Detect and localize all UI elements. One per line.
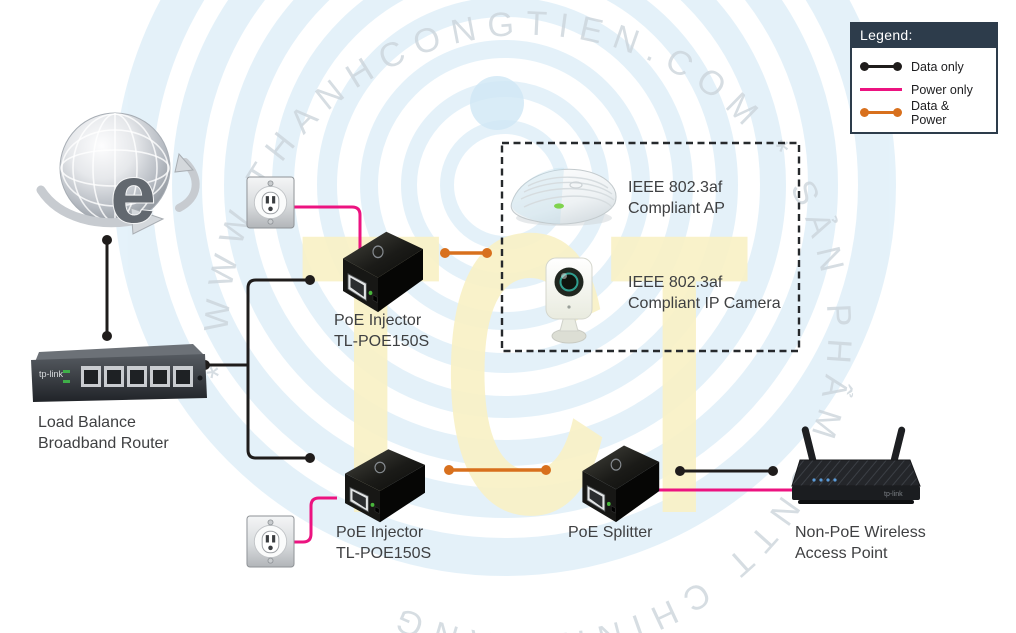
tp-link-logo xyxy=(374,461,386,474)
splitter-label: PoE Splitter xyxy=(568,522,652,543)
legend-item-label: Data only xyxy=(911,59,964,74)
ap-label-line2: Compliant AP xyxy=(628,200,725,217)
wireless-ap-label-line1: Non-PoE Wireless xyxy=(795,524,926,541)
legend-item-label: Data & Power xyxy=(911,98,950,127)
poe-splitter xyxy=(582,445,660,523)
ip-camera-device xyxy=(545,257,593,344)
poe-injector-bottom xyxy=(345,449,425,523)
wireless-ap-device: tp-link xyxy=(791,426,921,504)
wireless-ap-label: Non-PoE Wireless Access Point xyxy=(795,522,926,564)
ceiling-ap-device xyxy=(510,167,617,226)
legend-title: Legend: xyxy=(850,22,998,48)
legend-body: Data only Power only Data & Power xyxy=(850,48,998,134)
tp-link-logo xyxy=(569,181,583,189)
ap-led xyxy=(554,203,564,209)
poe-injector-top xyxy=(343,231,423,313)
camera-label: IEEE 802.3af Compliant IP Camera xyxy=(628,272,781,314)
router-label: Load Balance Broadband Router xyxy=(38,412,169,454)
antenna-right xyxy=(889,426,906,468)
injector-bottom-label: PoE Injector TL-POE150S xyxy=(336,522,431,564)
globe-swoosh-left xyxy=(36,185,142,228)
watermark-dot xyxy=(470,76,524,130)
data-power-line-swatch xyxy=(860,108,902,117)
router-label-line1: Load Balance xyxy=(38,414,136,431)
wireless-ap-label-line2: Access Point xyxy=(795,545,888,562)
watermark-circular-text: * WWW.THANHCONGTIEN.COM * SẢN PHẨM CNTT … xyxy=(197,4,858,633)
legend-item-data-power: Data & Power xyxy=(860,98,988,127)
router-device: tp-link xyxy=(31,344,207,402)
injector-bottom-label-line1: PoE Injector xyxy=(336,524,424,541)
legend-item-data-only: Data only xyxy=(860,55,988,78)
antenna-left xyxy=(801,426,818,468)
camera-label-line1: IEEE 802.3af xyxy=(628,274,723,291)
power-only-line-swatch xyxy=(860,85,902,94)
ap-label: IEEE 802.3af Compliant AP xyxy=(628,177,725,219)
router-ports xyxy=(81,366,193,387)
camera-label-line2: Compliant IP Camera xyxy=(628,295,781,312)
injector-bottom-label-line2: TL-POE150S xyxy=(336,545,432,562)
globe-e-glyph: e xyxy=(110,149,156,235)
tp-link-logo: tp-link xyxy=(884,491,903,498)
router-brand-logo: tp-link xyxy=(39,369,64,379)
status-leds xyxy=(812,478,837,482)
injector-top-label: PoE Injector TL-POE150S xyxy=(334,310,429,352)
globe-arrowhead xyxy=(130,207,165,235)
legend: Legend: Data only Power only Data & Powe… xyxy=(850,22,998,134)
ap-label-line1: IEEE 802.3af xyxy=(628,179,723,196)
link-branch-injectors xyxy=(246,278,310,460)
power-outlet-top xyxy=(246,176,295,229)
router-label-line2: Broadband Router xyxy=(38,435,169,452)
injector-top-label-line1: PoE Injector xyxy=(334,312,422,329)
legend-item-label: Power only xyxy=(911,82,973,97)
data-only-line-swatch xyxy=(860,62,902,71)
tp-link-logo xyxy=(372,245,384,259)
power-outlet-bottom xyxy=(246,515,295,568)
splitter-label-text: PoE Splitter xyxy=(568,524,653,541)
internet-globe: e xyxy=(36,112,200,235)
tp-link-logo xyxy=(610,458,622,471)
injector-top-label-line2: TL-POE150S xyxy=(334,333,430,350)
